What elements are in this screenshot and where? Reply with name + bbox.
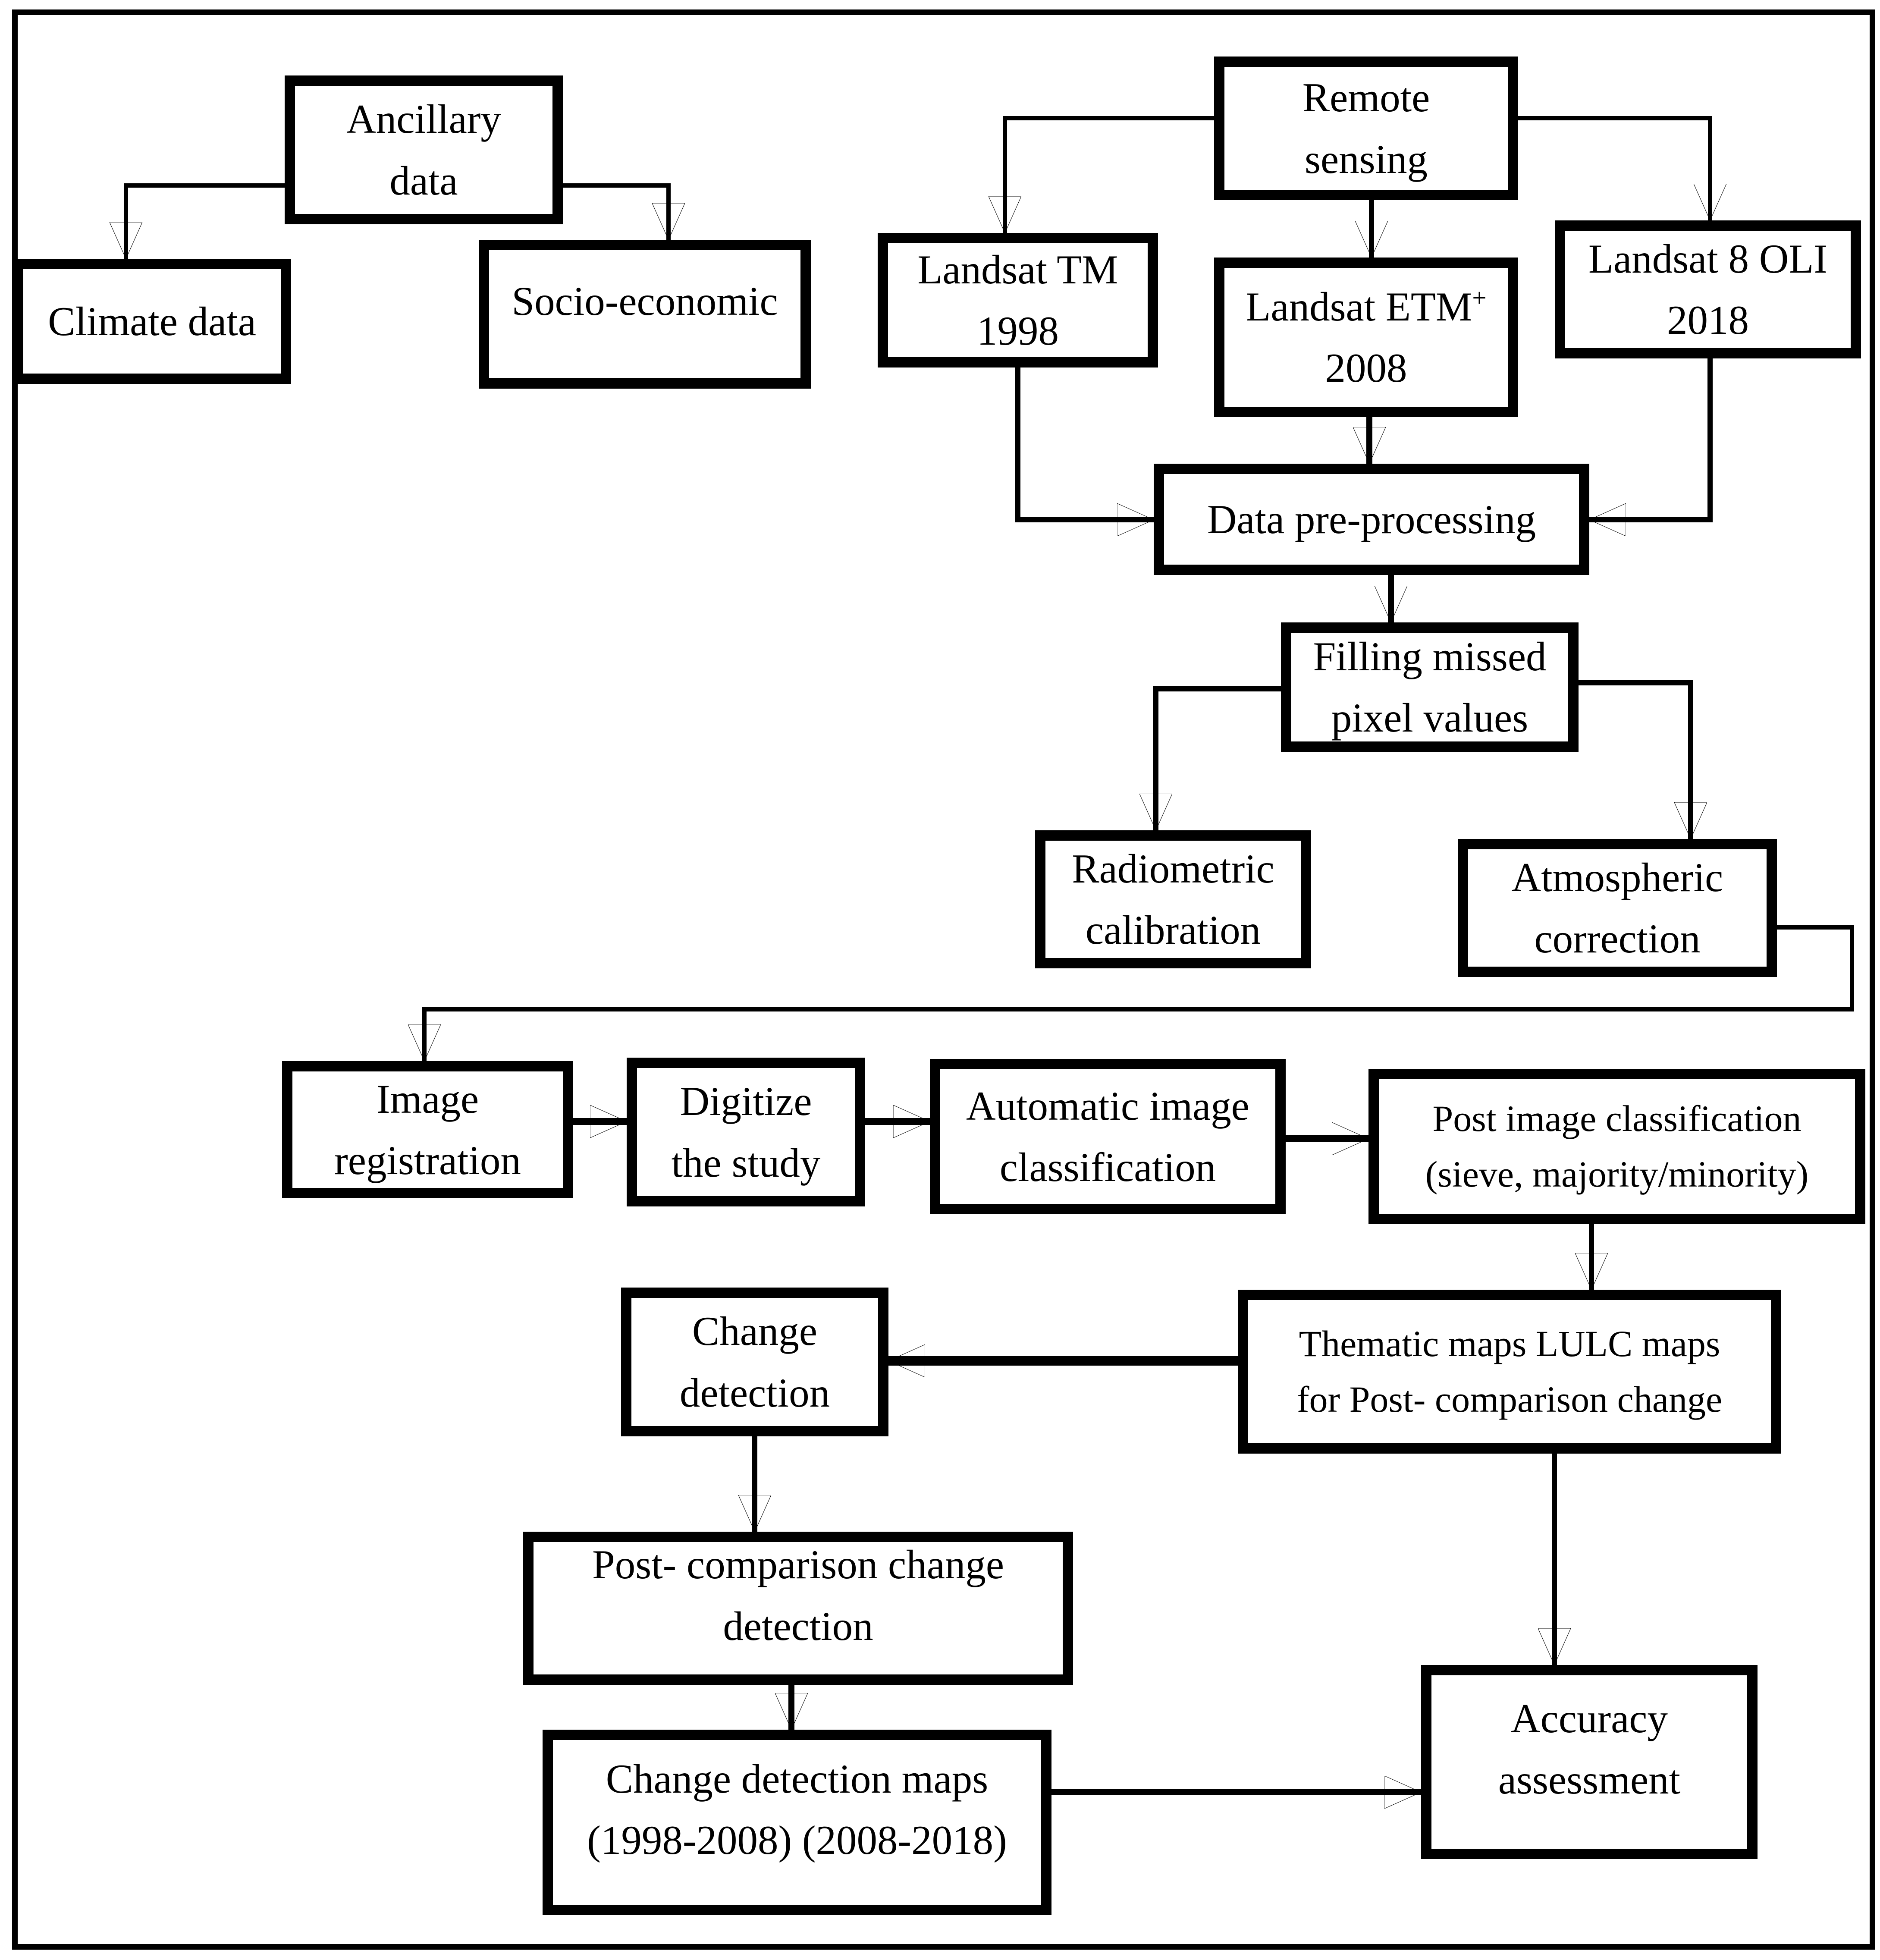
node-label: Thematic maps LULC maps — [1299, 1323, 1720, 1364]
node-label: the study — [671, 1140, 821, 1186]
node-label: Climate data — [48, 298, 256, 344]
node-label: 1998 — [977, 308, 1059, 354]
node-label: Automatic image — [966, 1083, 1249, 1129]
node-post-image-classification: Post image classification (sieve, majori… — [1368, 1069, 1865, 1224]
node-atmospheric-correction: Atmospheric correction — [1458, 839, 1777, 977]
node-climate-data: Climate data — [13, 259, 291, 384]
node-label: pixel values — [1331, 695, 1528, 741]
node-thematic-lulc-maps: Thematic maps LULC maps for Post- compar… — [1238, 1290, 1781, 1454]
node-label: Landsat 8 OLI — [1588, 236, 1827, 282]
node-post-comparison-change-detection: Post- comparison change detection — [523, 1532, 1073, 1685]
connector-oli-to-preprocessing — [1589, 358, 1713, 520]
node-label: Landsat ETM+ — [1246, 276, 1486, 338]
node-label: (1998-2008) (2008-2018) — [587, 1817, 1007, 1863]
node-image-registration: Image registration — [282, 1061, 573, 1198]
node-label: (sieve, majority/minority) — [1425, 1153, 1809, 1195]
connector-atmospheric-to-image-registration — [424, 925, 1854, 1061]
node-filling-missed-pixel-values: Filling missed pixel values — [1281, 622, 1579, 752]
node-data-pre-processing: Data pre-processing — [1154, 464, 1589, 575]
node-label: Change detection maps — [606, 1756, 989, 1802]
node-label: for Post- comparison change — [1296, 1379, 1723, 1420]
node-landsat-tm-1998: Landsat TM 1998 — [878, 233, 1158, 368]
node-label: detection — [679, 1369, 830, 1416]
node-label: Radiometric — [1072, 845, 1274, 892]
node-label: Atmospheric — [1511, 854, 1723, 900]
node-label: Ancillary — [346, 96, 501, 142]
node-label: detection — [723, 1603, 873, 1649]
node-label: Post image classification — [1432, 1098, 1802, 1139]
node-label: Image — [376, 1076, 479, 1122]
node-label: Accuracy — [1511, 1695, 1668, 1741]
node-label: Socio-economic — [512, 278, 778, 324]
node-remote-sensing: Remote sensing — [1214, 57, 1518, 200]
node-label: Change — [692, 1308, 818, 1354]
node-change-detection-maps: Change detection maps (1998-2008) (2008-… — [543, 1730, 1051, 1915]
node-socio-economic: Socio-economic — [479, 240, 811, 389]
node-label: calibration — [1085, 907, 1261, 953]
node-label: registration — [334, 1137, 521, 1183]
connector-filling-to-radiometric — [1156, 686, 1281, 830]
node-label: assessment — [1498, 1757, 1681, 1803]
node-label: Remote — [1302, 75, 1430, 120]
node-ancillary-data: Ancillary data — [285, 75, 563, 224]
node-digitize-the-study: Digitize the study — [627, 1058, 865, 1206]
node-label: 2008 — [1325, 345, 1407, 391]
diagram-border — [12, 9, 1875, 1950]
node-landsat-8-oli-2018: Landsat 8 OLI 2018 — [1555, 220, 1861, 358]
node-label: Filling missed — [1313, 633, 1547, 679]
node-label: correction — [1534, 916, 1701, 961]
connector-tm-to-preprocessing — [1015, 368, 1154, 520]
node-automatic-image-classification: Automatic image classification — [930, 1059, 1286, 1214]
connector-ancillary-to-climate — [126, 183, 285, 259]
node-label: Digitize — [680, 1078, 812, 1124]
node-label: Data pre-processing — [1207, 496, 1536, 542]
connector-remote-to-landsat-tm — [1005, 116, 1214, 233]
node-label: classification — [999, 1144, 1216, 1190]
node-label: Post- comparison change — [592, 1542, 1004, 1587]
connector-filling-to-atmospheric — [1579, 680, 1691, 839]
node-label: sensing — [1305, 136, 1428, 182]
node-label: data — [389, 157, 458, 204]
node-change-detection: Change detection — [621, 1288, 888, 1436]
node-radiometric-calibration: Radiometric calibration — [1035, 830, 1311, 968]
node-landsat-etm-2008: Landsat ETM+ 2008 — [1214, 258, 1518, 417]
node-label: 2018 — [1667, 297, 1749, 343]
connector-ancillary-to-socio — [563, 183, 669, 240]
node-label-text: Landsat ETM — [1246, 283, 1472, 330]
connector-remote-to-landsat-oli — [1518, 116, 1710, 220]
superscript-plus: + — [1472, 283, 1487, 312]
node-label: Landsat TM — [917, 246, 1118, 292]
node-accuracy-assessment: Accuracy assessment — [1421, 1665, 1758, 1859]
